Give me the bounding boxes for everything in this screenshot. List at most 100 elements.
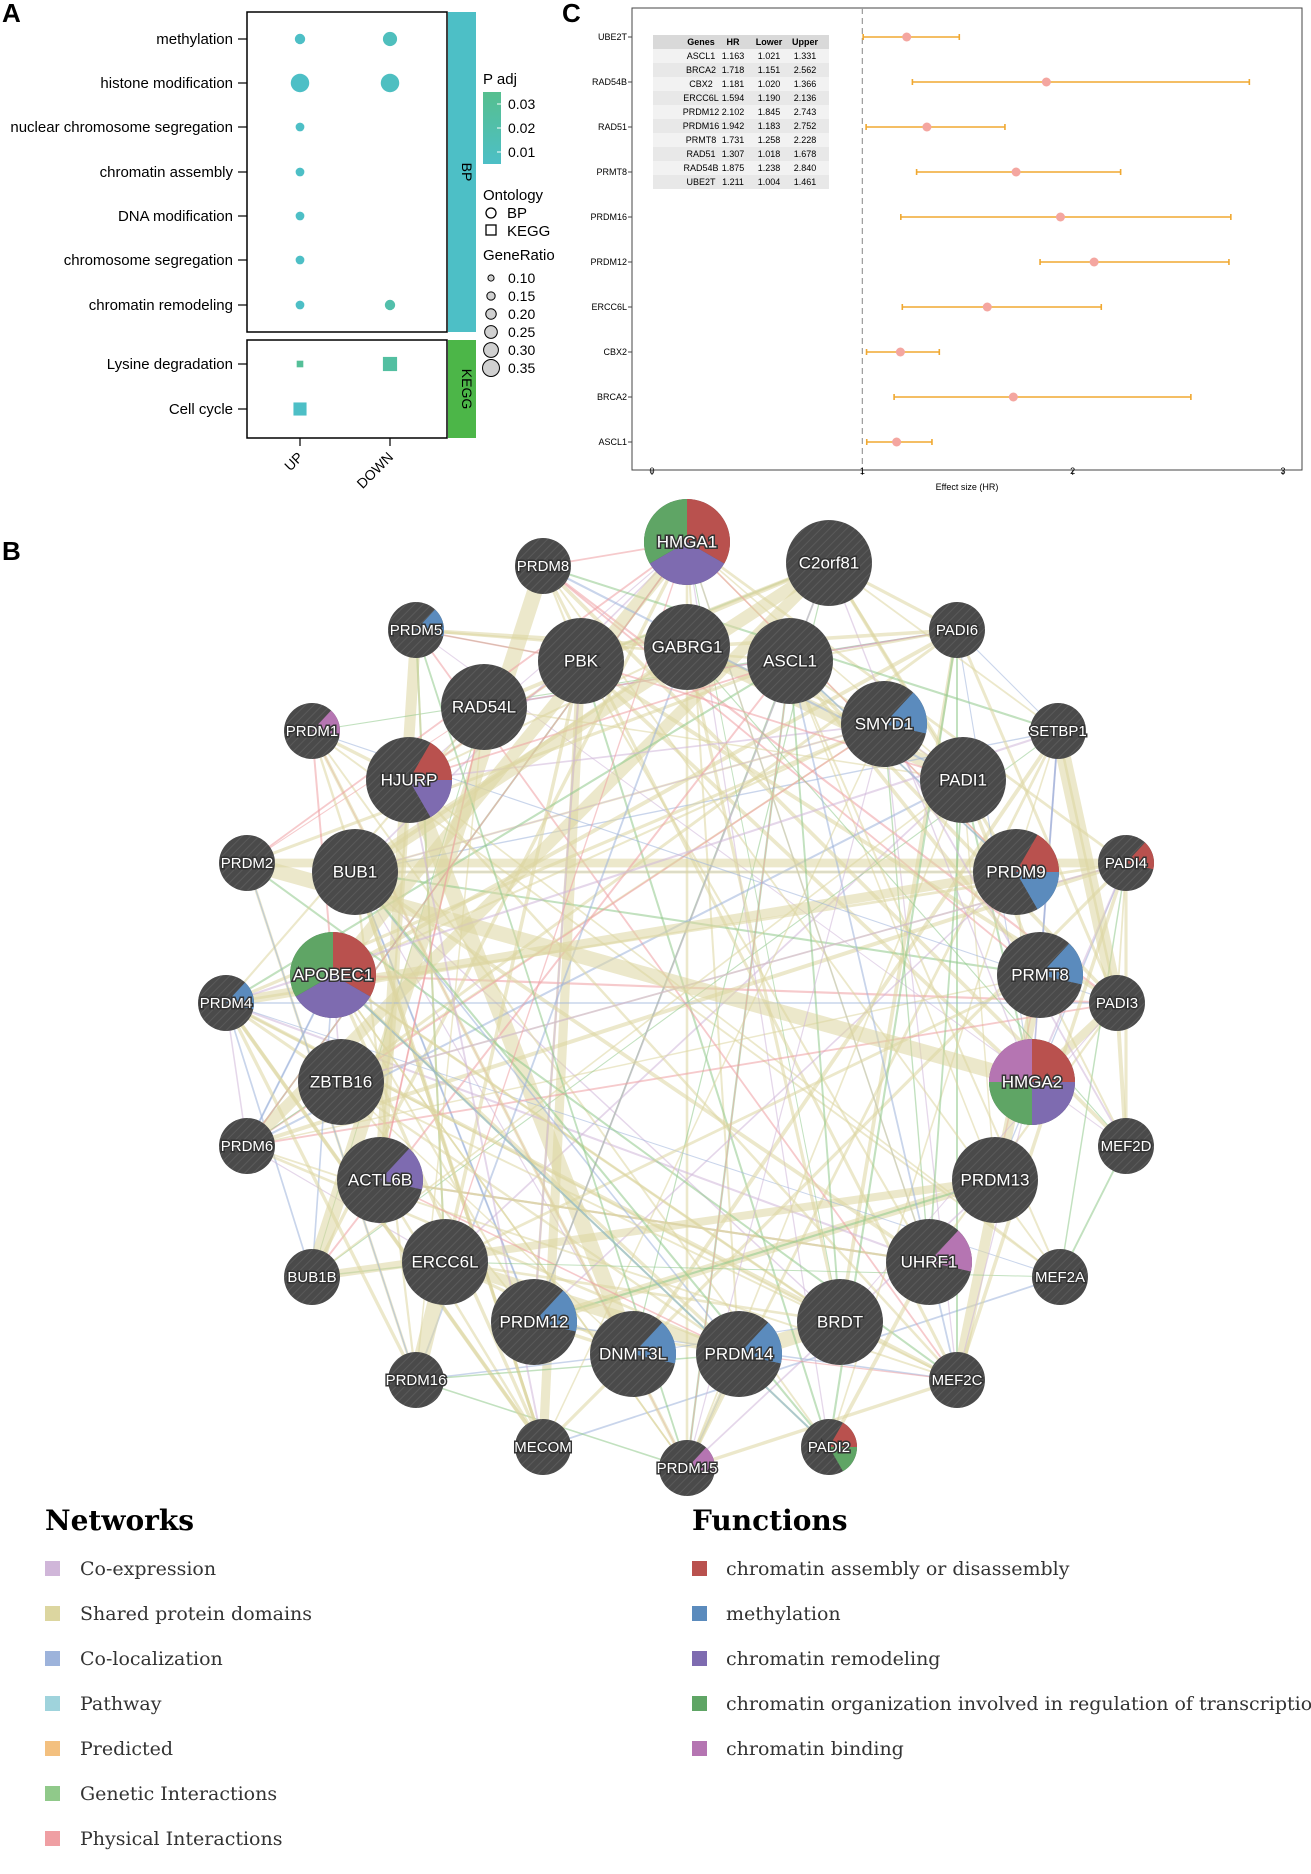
node-function-slice	[409, 742, 452, 780]
network-node: PADI3	[1089, 975, 1145, 1031]
forest-intervals	[862, 32, 1251, 447]
node-function-slice	[534, 1290, 577, 1332]
function-legend-label: chromatin remodeling	[726, 1648, 940, 1670]
network-node: PRDM16	[384, 1352, 448, 1408]
table-cell: 1.181	[722, 79, 745, 89]
node-label: C2orf81	[799, 554, 859, 573]
node-function-slice	[1032, 1039, 1075, 1082]
generatio-symbol	[485, 308, 497, 320]
bp-point	[294, 33, 306, 45]
node-circle	[786, 520, 872, 606]
node-circle	[1030, 703, 1086, 759]
table-cell: 1.678	[794, 149, 817, 159]
table-cell: BRCA2	[686, 65, 716, 75]
table-cell: 1.183	[758, 121, 781, 131]
table-row-bg	[653, 105, 829, 119]
node-label: PRDM14	[705, 1345, 774, 1364]
function-legend-swatch	[692, 1651, 707, 1666]
row-label: chromosome segregation	[64, 252, 233, 269]
forest-x-tick-label: 3	[1280, 466, 1285, 476]
network-edge	[956, 1081, 1033, 1381]
generatio-symbol	[486, 291, 496, 301]
node-function-slice	[687, 499, 730, 564]
network-edge	[443, 1256, 741, 1360]
node-circle	[284, 1249, 340, 1305]
network-edge	[789, 660, 841, 1323]
network-legend-label: Co-expression	[80, 1558, 216, 1580]
network-edge	[408, 646, 688, 781]
node-function-slice	[829, 1422, 857, 1447]
table-header-cell: Genes	[687, 37, 715, 47]
network-edge	[351, 557, 833, 878]
network-edge	[631, 729, 1060, 1356]
node-label: APOBEC1	[293, 966, 373, 985]
table-row-bg	[653, 161, 829, 175]
function-legend-label: chromatin binding	[726, 1738, 904, 1760]
node-circle	[402, 1219, 488, 1305]
p-adj-tick-label: 0.01	[508, 144, 535, 160]
network-node: PRDM1	[284, 703, 340, 759]
node-function-slice	[1016, 872, 1059, 910]
node-circle	[312, 829, 398, 915]
table-cell: RAD51	[686, 149, 715, 159]
forest-gene-label: ASCL1	[598, 437, 627, 447]
node-circle	[1098, 1118, 1154, 1174]
node-function-slice	[1126, 842, 1155, 870]
table-cell: 1.731	[722, 135, 745, 145]
network-node: UHRF1	[886, 1219, 973, 1305]
node-label: PRDM12	[500, 1313, 569, 1332]
node-label: ACTL6B	[348, 1171, 412, 1190]
network-node: DNMT3L	[590, 1311, 676, 1397]
network-node: PRDM6	[219, 1118, 275, 1174]
network-node: PADI2	[801, 1419, 857, 1475]
p-adj-legend-title: P adj	[483, 71, 517, 88]
network-legend-swatch	[45, 1831, 60, 1846]
network-edge	[684, 641, 966, 786]
node-label: BUB1B	[287, 1269, 336, 1286]
table-cell: PRDM16	[683, 121, 720, 131]
panel-letter-b: B	[2, 536, 21, 566]
network-node: PRDM4	[198, 975, 254, 1031]
node-function-slice	[416, 609, 444, 637]
node-label: MEF2A	[1035, 1269, 1085, 1286]
node-label: BUB1	[333, 863, 377, 882]
node-circle	[441, 664, 527, 750]
forest-gene-label: UBE2T	[598, 32, 628, 42]
node-label: SETBP1	[1029, 723, 1087, 740]
network-node: RAD54L	[441, 664, 527, 750]
network-edge	[928, 779, 964, 1263]
kegg-point	[293, 402, 307, 416]
table-cell: ASCL1	[687, 51, 716, 61]
node-function-slice	[929, 1230, 973, 1272]
node-circle	[515, 538, 571, 594]
functions-legend-title: Functions	[692, 1504, 848, 1537]
row-label: chromatin assembly	[100, 164, 234, 181]
column-label: UP	[281, 449, 306, 474]
node-label: MEF2C	[932, 1372, 983, 1389]
p-adj-tick-label: 0.02	[508, 120, 535, 136]
network-legend-swatch	[45, 1606, 60, 1621]
table-cell: 1.020	[758, 79, 781, 89]
forest-point	[902, 32, 912, 42]
network-edge	[332, 973, 841, 1324]
table-cell: 2.752	[794, 121, 817, 131]
table-cell: 1.258	[758, 135, 781, 145]
table-cell: 1.942	[722, 121, 745, 131]
table-cell: 1.366	[794, 79, 817, 89]
forest-point	[1041, 77, 1051, 87]
table-cell: PRDM12	[683, 107, 720, 117]
bp-point	[290, 73, 310, 93]
table-cell: 1.211	[722, 177, 744, 187]
table-cell: 1.331	[794, 51, 817, 61]
ontology-bp-label: BP	[507, 205, 527, 222]
node-circle	[219, 835, 275, 891]
node-circle	[515, 1419, 571, 1475]
node-circle	[1089, 975, 1145, 1031]
table-cell: 1.004	[758, 177, 781, 187]
network-legend-label: Predicted	[80, 1738, 173, 1760]
forest-point	[895, 347, 905, 357]
node-function-slice	[989, 1039, 1032, 1082]
network-edge	[408, 779, 958, 1381]
network-node: HMGA1	[644, 499, 730, 585]
